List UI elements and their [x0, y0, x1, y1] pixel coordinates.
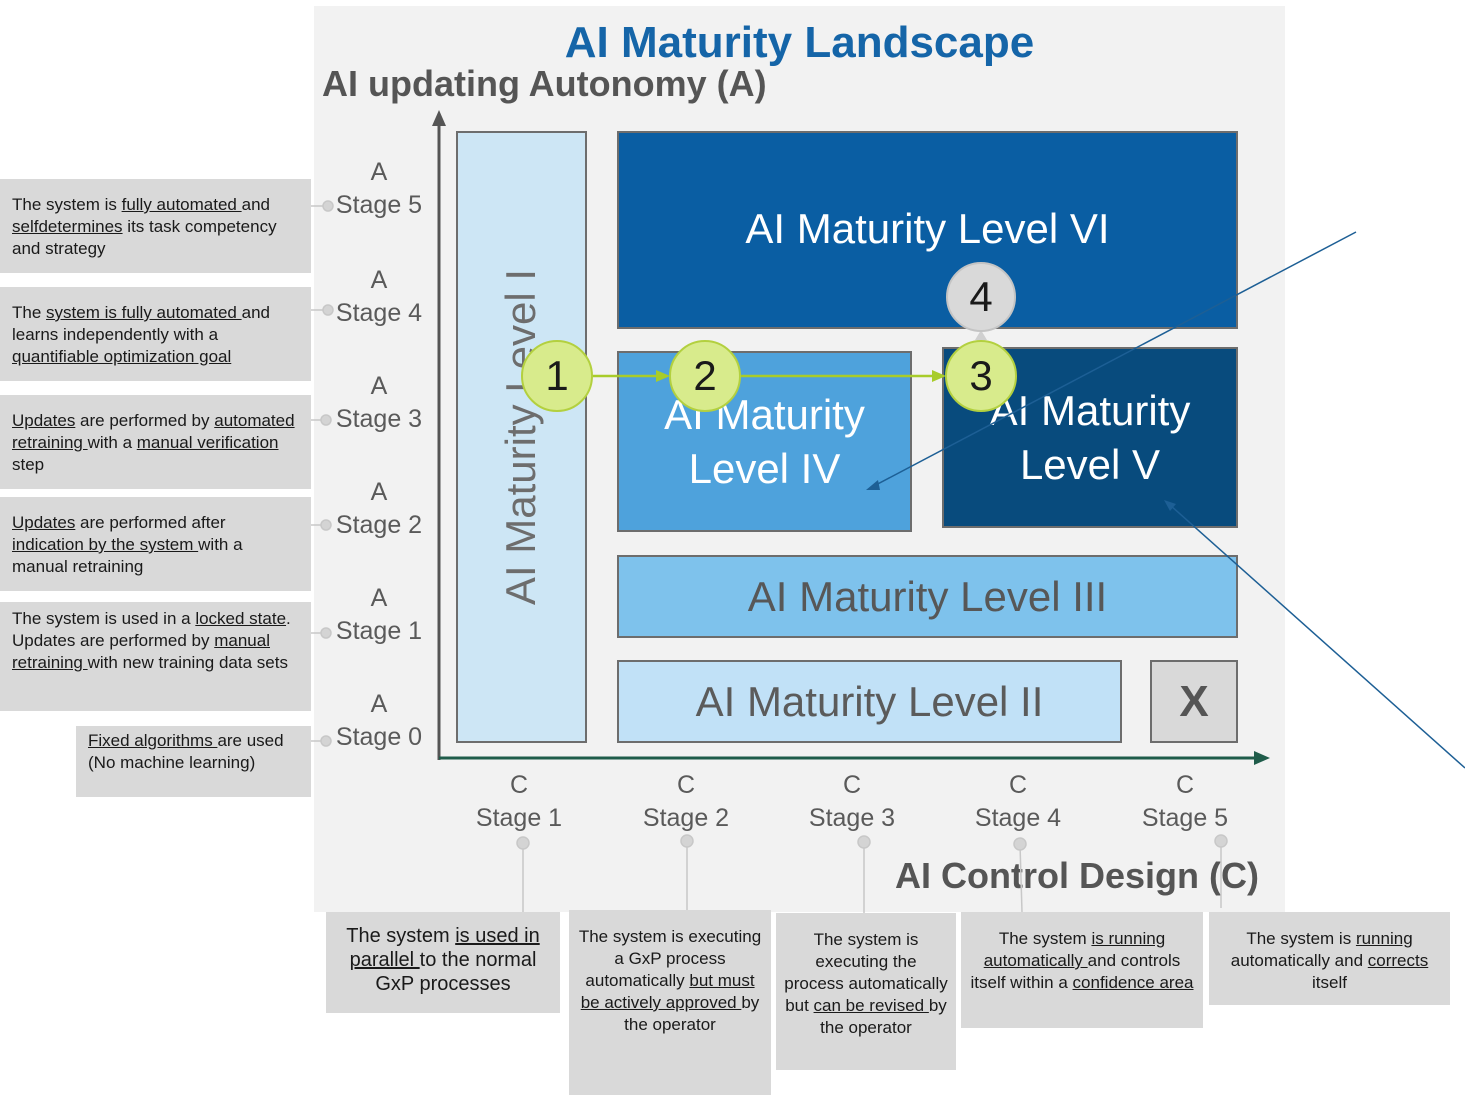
- marker-1: 1: [521, 340, 593, 412]
- maturity-level-5-label-line2: Level V: [1019, 440, 1161, 488]
- pointer-line-level-5: [1169, 504, 1465, 769]
- marker-3: 3: [945, 340, 1017, 412]
- a-stage-4-description: The system is fully automated and learns…: [0, 287, 311, 381]
- y-axis-title: AI updating Autonomy (A): [322, 63, 767, 104]
- c-stage-1-description: The system is used in parallel to the no…: [326, 912, 560, 1013]
- x-box-label: X: [1179, 676, 1209, 726]
- maturity-level-4-label-line2: Level IV: [688, 444, 841, 492]
- maturity-level-2-label: AI Maturity Level II: [695, 677, 1044, 725]
- c-stage-2-description: The system is executing a GxP process au…: [569, 910, 771, 1095]
- a-stage-1-description: The system is used in a locked state. Up…: [0, 602, 311, 711]
- a-stage-0-description: Fixed algorithms are used (No machine le…: [76, 726, 311, 797]
- c-stage-4-description: The system is running automatically and …: [961, 912, 1203, 1028]
- maturity-level-1-box: AI Maturity Level I: [456, 131, 587, 743]
- maturity-level-3-label: AI Maturity Level III: [747, 572, 1108, 620]
- c-stage-3-description: The system is executing the process auto…: [776, 913, 956, 1070]
- a-stage-5-description: The system is fully automated and selfde…: [0, 179, 311, 273]
- path-arrow-3-4: [975, 330, 987, 340]
- diagram-title: AI Maturity Landscape: [564, 18, 1035, 67]
- marker-2: 2: [669, 340, 741, 412]
- marker-4: 4: [946, 262, 1016, 332]
- maturity-level-6-label: AI Maturity Level VI: [745, 205, 1110, 252]
- x-box: X: [1150, 660, 1238, 743]
- pointer-line-level-4: [871, 231, 1357, 488]
- x-axis-title: AI Control Design (C): [895, 855, 1259, 896]
- maturity-level-5-label-line1: AI Maturity: [989, 386, 1191, 434]
- maturity-level-3-box: AI Maturity Level III: [617, 555, 1238, 638]
- maturity-level-2-box: AI Maturity Level II: [617, 660, 1122, 743]
- maturity-level-6-box: AI Maturity Level VI: [617, 131, 1238, 329]
- a-stage-3-description: Updates are performed by automated retra…: [0, 395, 311, 489]
- c-stage-5-description: The system is running automatically and …: [1209, 912, 1450, 1005]
- a-stage-2-description: Updates are performed after indication b…: [0, 497, 311, 591]
- maturity-level-4-box: AI Maturity Level IV: [617, 351, 912, 532]
